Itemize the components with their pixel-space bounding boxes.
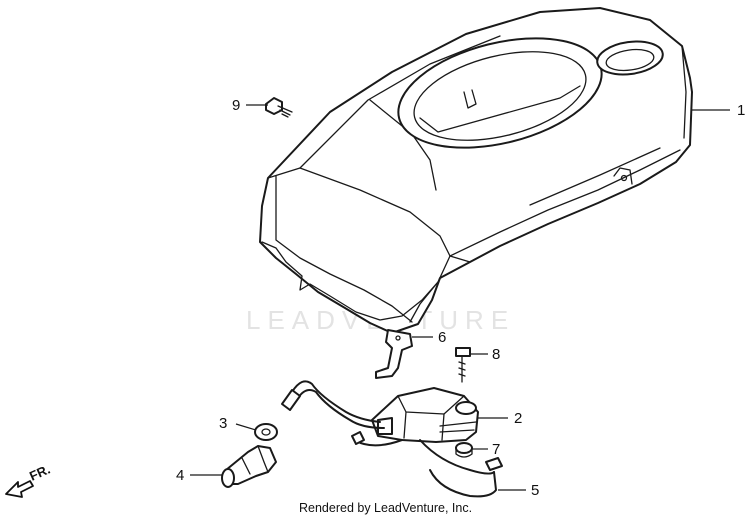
ignition-coil-part-2 — [281, 380, 479, 443]
ground-wire-part-5 — [351, 431, 503, 498]
callout-5: 5 — [531, 482, 539, 499]
front-direction-label: FR. — [27, 462, 52, 484]
callout-9: 9 — [232, 97, 240, 114]
render-credit: Rendered by LeadVenture, Inc. — [299, 501, 472, 515]
callout-4: 4 — [176, 467, 184, 484]
callout-1: 1 — [737, 102, 745, 119]
callout-labels: 1 2 3 4 5 6 7 8 9 — [176, 97, 745, 499]
bracket-part-6 — [375, 329, 413, 379]
bolt-part-9 — [265, 97, 293, 118]
fan-cover-shroud — [259, 7, 693, 334]
callout-2: 2 — [514, 410, 522, 427]
callout-8: 8 — [492, 346, 500, 363]
callout-3: 3 — [219, 415, 227, 432]
callout-7: 7 — [492, 441, 500, 458]
leader-lines — [190, 104, 730, 491]
collar-part-7 — [455, 442, 473, 458]
front-arrow-icon — [5, 480, 34, 498]
callout-6: 6 — [438, 329, 446, 346]
spark-plug-cap-part-4 — [221, 445, 277, 488]
washer-part-3 — [254, 423, 278, 441]
bolt-part-8 — [455, 347, 471, 383]
